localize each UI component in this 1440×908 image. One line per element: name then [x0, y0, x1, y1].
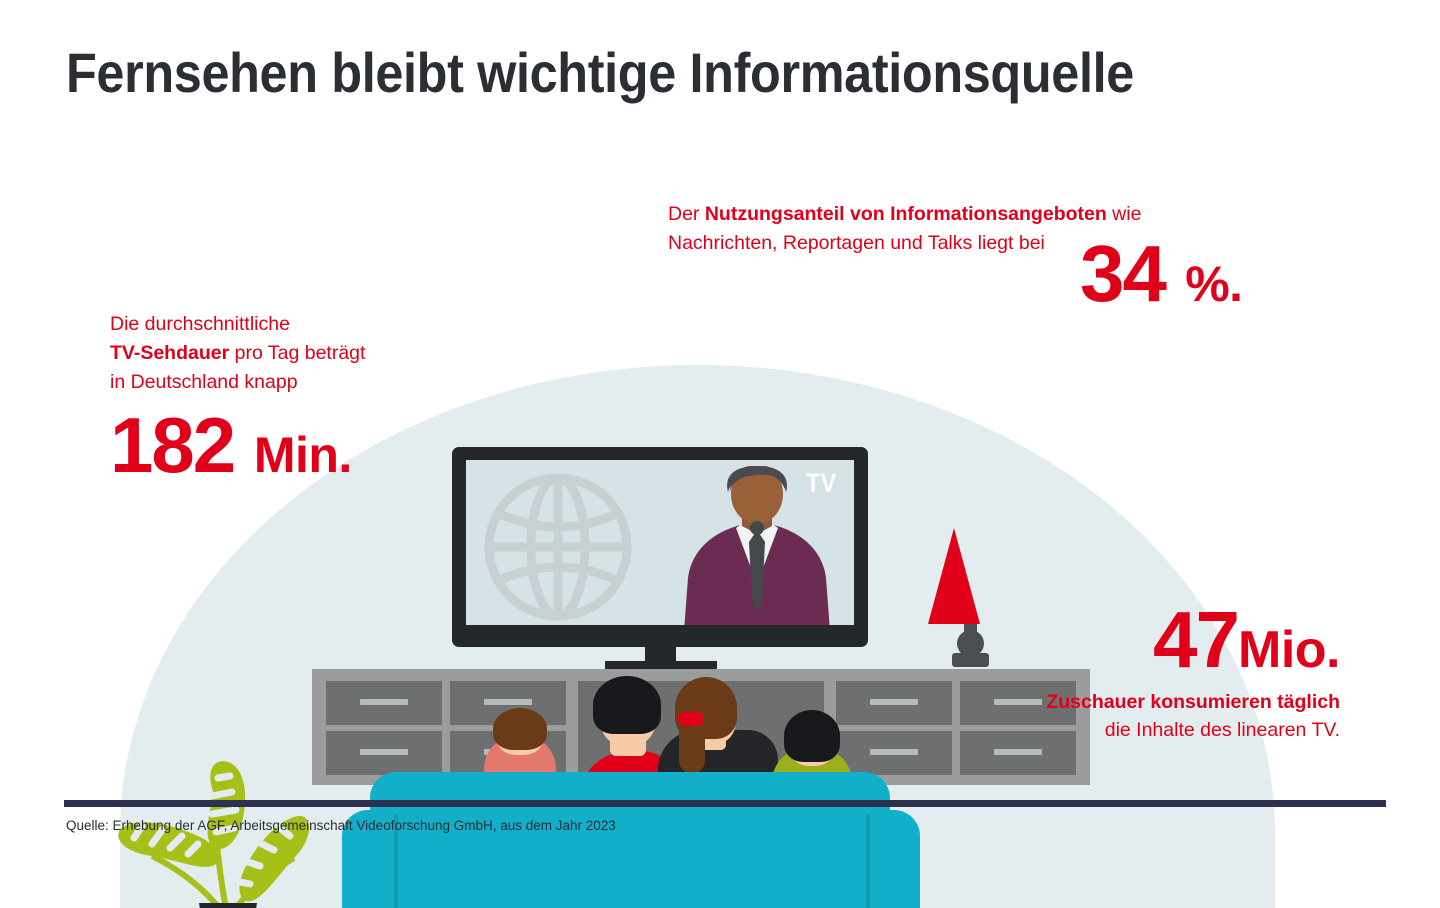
couch-seam-left [394, 814, 398, 908]
woman-hair-tie [678, 712, 704, 726]
news-anchor-figure [684, 466, 830, 625]
info-share-line2: Nachrichten, Reportagen und Talks liegt … [668, 232, 1045, 254]
callout-viewing-time: Die durchschnittliche TV-Sehdauer pro Ta… [110, 310, 365, 484]
drawer-handle [360, 699, 408, 705]
footer-divider [64, 800, 1386, 807]
houseplant-leaves [118, 761, 310, 908]
plant-pot [199, 903, 257, 908]
lamp-base [952, 653, 989, 667]
info-share-line1-bold: Nutzungsanteil von Informationsangeboten [704, 203, 1107, 225]
drawer-handle [870, 749, 918, 755]
viewers-line2: die Inhalte des linearen TV. [1104, 719, 1340, 741]
info-share-value: 34 [1080, 229, 1167, 318]
viewing-time-line2-rest: pro Tag beträgt [229, 342, 366, 364]
child-left-hair [493, 708, 547, 750]
drawer-handle [484, 699, 532, 705]
television: TV [452, 447, 868, 647]
viewing-time-line1: Die durchschnittliche [110, 313, 290, 335]
child-right-hair [784, 710, 840, 762]
source-note: Quelle: Erhebung der AGF, Arbeitsgemeins… [66, 818, 616, 833]
lamp-shade [928, 528, 980, 624]
drawer-handle [994, 699, 1042, 705]
drawer-handle [360, 749, 408, 755]
info-share-line1: Der Nutzungsanteil von Informationsangeb… [668, 200, 1141, 229]
info-share-unit: %. [1185, 256, 1243, 312]
illustration: TV [0, 150, 1440, 908]
viewers-line1: Zuschauer konsumieren täglich [1046, 688, 1340, 716]
drawer [836, 731, 952, 775]
viewers-line1-bold: Zuschauer konsumieren täglich [1046, 691, 1340, 713]
info-share-line1-pre: Der [668, 203, 705, 225]
info-share-stat: 34 %. [1080, 234, 1243, 314]
couch-seam-right [866, 814, 870, 908]
viewing-time-line2-bold: TV-Sehdauer [110, 342, 230, 364]
info-share-line1-post: wie [1106, 203, 1142, 225]
page-title: Fernsehen bleibt wichtige Informationsqu… [66, 41, 1134, 104]
drawer-handle [870, 699, 918, 705]
drawer [326, 681, 442, 725]
man-hair [593, 676, 661, 734]
drawer-handle [994, 749, 1042, 755]
drawer [960, 731, 1076, 775]
drawer [326, 731, 442, 775]
woman-ponytail [679, 718, 705, 774]
tv-screen: TV [466, 460, 854, 625]
viewers-value: 47 [1153, 595, 1240, 684]
viewing-time-value: 182 [110, 401, 236, 489]
viewers-unit: Mio. [1238, 621, 1340, 679]
globe-icon [484, 473, 632, 621]
viewing-time-line2: TV-Sehdauer pro Tag beträgt [110, 339, 365, 368]
drawer [836, 681, 952, 725]
tv-stand-base [605, 661, 717, 671]
drawer [960, 681, 1076, 725]
tv-channel-label: TV [806, 468, 837, 498]
viewers-stat: 47Mio. [1046, 600, 1340, 680]
viewing-time-stat: 182 Min. [110, 406, 365, 484]
viewing-time-unit: Min. [253, 427, 352, 483]
callout-info-share: Der Nutzungsanteil von Informationsangeb… [668, 200, 1243, 314]
couch-backrest [370, 772, 890, 908]
viewing-time-line3: in Deutschland knapp [110, 371, 298, 393]
callout-viewers: 47Mio. Zuschauer konsumieren täglich die… [1046, 600, 1340, 744]
lamp-neck [964, 620, 977, 646]
